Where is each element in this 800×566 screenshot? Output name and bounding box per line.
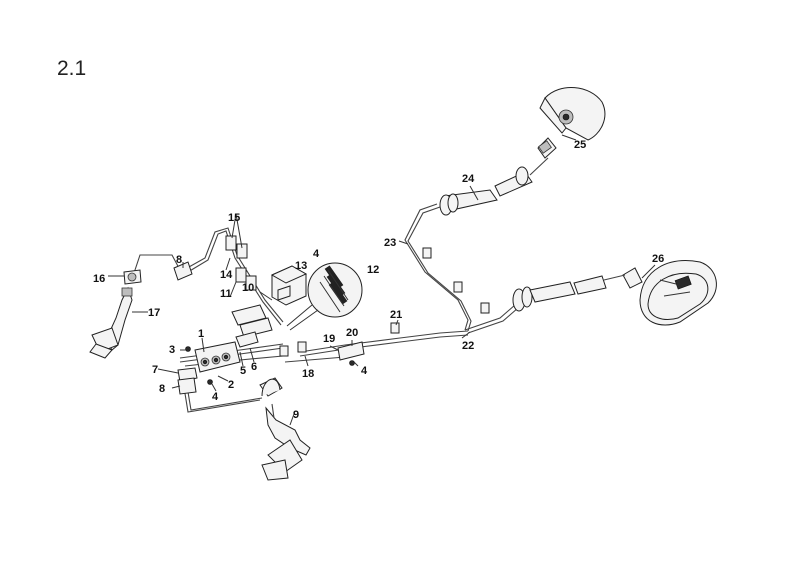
callout-10: 10 — [242, 282, 254, 294]
callout-3: 3 — [169, 344, 175, 356]
callout-5: 5 — [240, 365, 246, 377]
callout-21: 21 — [390, 309, 402, 321]
left-lever-assembly — [89, 286, 133, 359]
rear-brake-drum-assembly — [622, 260, 717, 326]
callout-9: 9 — [293, 409, 299, 421]
callout-4: 4 — [361, 365, 368, 377]
callout-8: 8 — [176, 254, 182, 266]
callout-6: 6 — [251, 361, 257, 373]
callout-15: 15 — [228, 212, 240, 224]
callout-8: 8 — [159, 383, 165, 395]
callout-24: 24 — [462, 173, 475, 185]
line-clips — [279, 247, 490, 357]
callout-25: 25 — [574, 139, 586, 151]
callout-14: 14 — [220, 269, 233, 281]
callout-18: 18 — [302, 368, 314, 380]
callout-labels: 1 2 3 4 4 4 5 6 7 8 8 9 10 11 12 13 14 1… — [93, 139, 664, 421]
brake-pedal-assembly — [259, 377, 311, 481]
bracket-assembly — [225, 235, 257, 291]
callout-20: 20 — [346, 327, 358, 339]
junction-block — [337, 341, 365, 366]
callout-1: 1 — [198, 328, 204, 340]
front-brake-hose — [439, 157, 549, 216]
callout-22: 22 — [462, 340, 474, 352]
rear-brake-hose — [512, 274, 626, 312]
callout-23: 23 — [384, 237, 396, 249]
callout-17: 17 — [148, 307, 160, 319]
brake-lines — [132, 203, 519, 413]
abs-modulator — [270, 265, 308, 306]
callout-12: 12 — [367, 264, 379, 276]
callout-4: 4 — [212, 391, 219, 403]
front-brake-disc-assembly — [537, 86, 606, 159]
page-number: 2.1 — [57, 57, 87, 80]
callout-26: 26 — [652, 253, 664, 265]
callout-13: 13 — [295, 260, 307, 272]
callout-16: 16 — [93, 273, 105, 285]
callout-19: 19 — [323, 333, 335, 345]
connector-detail-callout — [286, 262, 363, 331]
callout-7: 7 — [152, 364, 158, 376]
leader-lines — [108, 134, 656, 426]
master-cylinder-valve-block — [177, 304, 273, 385]
callout-11: 11 — [220, 288, 232, 300]
callout-2: 2 — [228, 379, 234, 391]
reservoir-fittings — [123, 261, 197, 395]
callout-4: 4 — [313, 248, 320, 260]
